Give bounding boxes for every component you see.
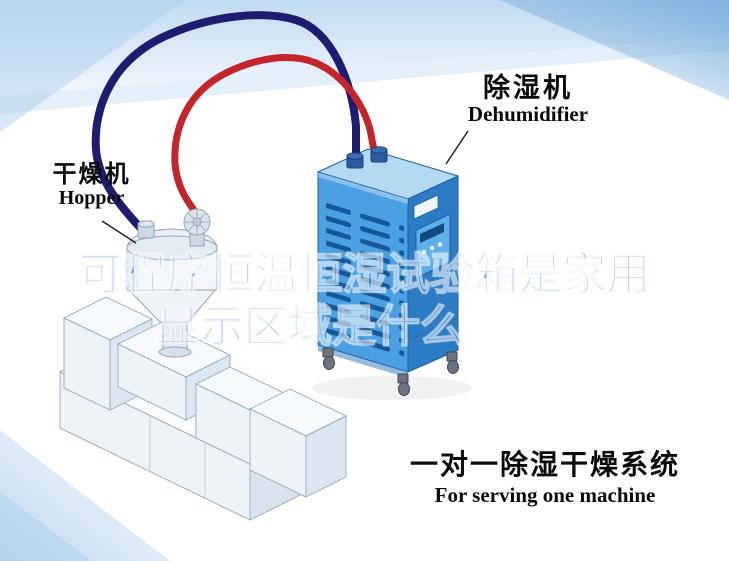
caster-wheels (322, 347, 459, 396)
dehumidifier-label: 除湿机 Dehumidifier (448, 73, 608, 127)
extruder-barrel-end (248, 388, 348, 498)
hopper-flange (158, 346, 192, 358)
control-panel (415, 213, 451, 279)
dehumidifier-label-en: Dehumidifier (467, 102, 589, 127)
dehumidifier-cabinet (312, 146, 472, 400)
system-caption: 一对一除湿干燥系统 For serving one machine (396, 450, 694, 508)
hopper-dryer (125, 208, 219, 358)
vent-grid (326, 202, 404, 359)
return-air-hose-blue (91, 11, 360, 238)
hopper-label-en: Hopper (58, 187, 125, 210)
dehumidifier-leader-line (445, 130, 469, 165)
extruder-machine (58, 296, 348, 521)
system-caption-en: For serving one machine (434, 483, 656, 508)
hopper-label: 干燥机 Hopper (44, 162, 139, 210)
dehumidifier-label-cn: 除湿机 (483, 73, 573, 103)
watermark-line1: 可程序恒温恒湿试验箱是家用 (78, 249, 652, 300)
leader-lines (101, 130, 469, 244)
hose-pipes (91, 11, 378, 238)
hopper-label-cn: 干燥机 (52, 161, 131, 188)
dry-air-hose-red (171, 54, 378, 218)
hopper-leader-line (101, 220, 137, 244)
watermark-line2: 显示区域是什么 (155, 301, 465, 352)
side-nameplate (413, 194, 439, 220)
hose-ports (346, 146, 388, 169)
system-caption-cn: 一对一除湿干燥系统 (409, 449, 680, 480)
lid-hose-fitting (137, 220, 155, 239)
blower-motor (183, 208, 211, 247)
